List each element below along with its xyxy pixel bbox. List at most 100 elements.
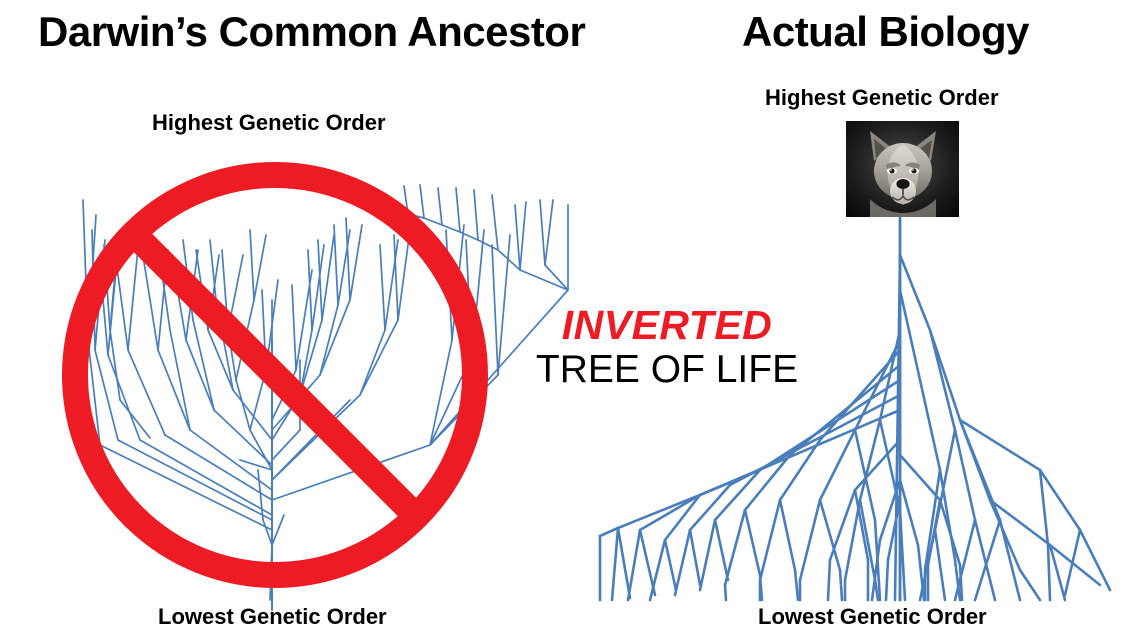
tree-branch [728,393,902,487]
tree-branch [397,229,411,321]
tree-branch [638,493,702,532]
tree-branch [317,239,323,321]
tree-branch [743,453,792,512]
tree-branch [616,526,632,600]
tree-branch [778,498,797,572]
tree-branch [1078,528,1112,592]
tree-branch [103,244,111,331]
tree-branch [319,304,339,376]
tree-branch [477,239,499,251]
tree-branch [514,204,521,271]
tree-of-life-word: TREE OF LIFE [535,348,799,391]
tree-branch [271,399,351,481]
tree-branch [998,518,1022,602]
tree-branch [663,538,678,592]
tree-branch [598,526,620,538]
tree-branch [958,418,1002,522]
tree-branch [249,369,267,431]
tree-branch [853,428,877,522]
tree-branch [107,354,141,441]
darwin-tree-branches [82,184,569,611]
tree-branch [616,493,702,530]
tree-branch [758,573,764,602]
tree-branch [688,528,702,587]
tree-branch [793,568,800,602]
no-symbol [62,162,488,588]
tree-branch [958,418,1042,472]
tree-branch [182,239,194,321]
tree-branch [638,528,657,597]
tree-branch [798,498,822,582]
tree-branch [262,519,273,546]
tree-branch [445,229,453,341]
tree-branch [419,184,425,219]
tree-branch [227,254,244,331]
tree-branch [257,469,264,521]
tree-branch [407,213,425,219]
tree-branch [192,319,215,411]
tree-branch [429,354,473,446]
tree-branch [1038,468,1050,547]
tree-branch [384,239,399,331]
tree-branch [164,434,273,501]
tree-branch [143,261,159,351]
tree-branch [437,187,443,226]
tree-branch [858,418,882,502]
tree-branch [916,543,926,602]
tree-branch [988,498,1022,572]
tree-branch [898,288,922,382]
tree-branch [82,199,89,341]
tree-branch [519,269,569,291]
tree-branch [333,224,339,306]
tree-branch [349,224,363,301]
tree-branch [698,408,902,497]
tree-branch [235,379,251,431]
tree-branch [429,374,499,446]
tree-branch [713,468,762,522]
tree-branch [818,498,842,572]
tree-branch [451,224,465,341]
tree-branch [459,231,479,241]
left-lowest-genetic-order-label: Lowest Genetic Order [158,604,387,629]
tree-branch [441,224,461,233]
tree-branch [923,468,942,572]
tree-branch [723,508,747,587]
tree-branch [465,239,473,356]
tree-branch [928,328,957,432]
center-caption: INVERTED TREE OF LIFE [527,305,807,395]
tree-branch [337,229,351,306]
tree-branch [926,498,942,567]
tree-branch [119,399,151,439]
tree-branch [185,339,215,411]
tree-branch [215,299,234,391]
tree-branch [321,234,335,321]
tree-branch [539,199,546,266]
tree-branch [471,229,485,356]
tree-branch [1018,568,1042,602]
tree-branch [295,269,313,371]
tree-branch [698,468,762,497]
tree-branch [139,439,273,516]
tree-branch [213,409,273,466]
tree-branch [189,429,273,491]
inverted-word: INVERTED [561,302,773,348]
tree-branch [271,394,361,481]
right-panel-title: Actual Biology [742,8,1030,55]
no-symbol-slash [124,224,426,526]
tree-branch [893,253,902,602]
tree-branch [271,514,285,546]
tree-branch [107,249,119,356]
tree-branch [626,528,642,602]
tree-branch [207,254,220,331]
tree-branch [933,428,957,532]
tree-branch [491,194,499,251]
tree-branch [818,428,857,502]
tree-branch [232,389,273,441]
tree-branch [723,583,728,602]
tree-branch [663,493,702,542]
tree-branch [291,284,297,371]
tree-branch [873,518,882,602]
tree-branch [648,538,667,602]
tree-branch [873,578,880,602]
